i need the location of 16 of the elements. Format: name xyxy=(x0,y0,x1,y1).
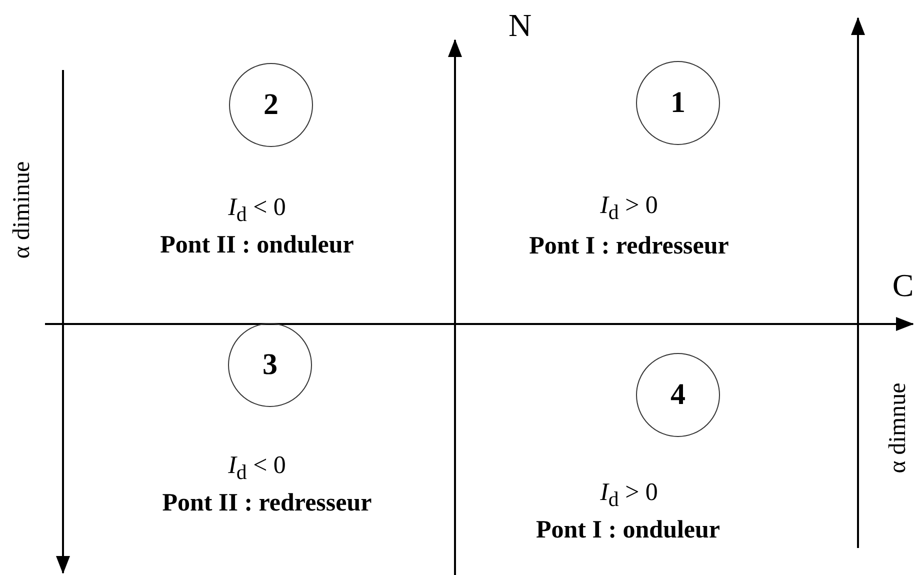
direction-label: α dimnue xyxy=(886,382,910,474)
current-condition: I$_{d}$ > 0 xyxy=(600,193,658,223)
quadrant-number-circle: 3 xyxy=(228,323,312,407)
direction-label: α diminue xyxy=(10,161,34,259)
current-condition: I$_{d}$ < 0 xyxy=(228,453,286,483)
current-condition: I$_{d}$ < 0 xyxy=(228,195,286,225)
bridge-mode-label: Pont I : onduleur xyxy=(536,518,720,542)
bridge-mode-label: Pont I : redresseur xyxy=(529,234,729,258)
current-condition: I$_{d}$ > 0 xyxy=(600,480,658,510)
bridge-mode-label: Pont II : redresseur xyxy=(162,490,372,516)
quadrant-number-circle: 2 xyxy=(229,63,313,147)
quadrant-number-circle: 1 xyxy=(636,61,720,145)
axis-label: N xyxy=(508,9,532,41)
axis-label: C xyxy=(892,269,914,301)
quadrant-number-circle: 4 xyxy=(636,353,720,437)
bridge-mode-label: Pont II : onduleur xyxy=(160,232,354,258)
